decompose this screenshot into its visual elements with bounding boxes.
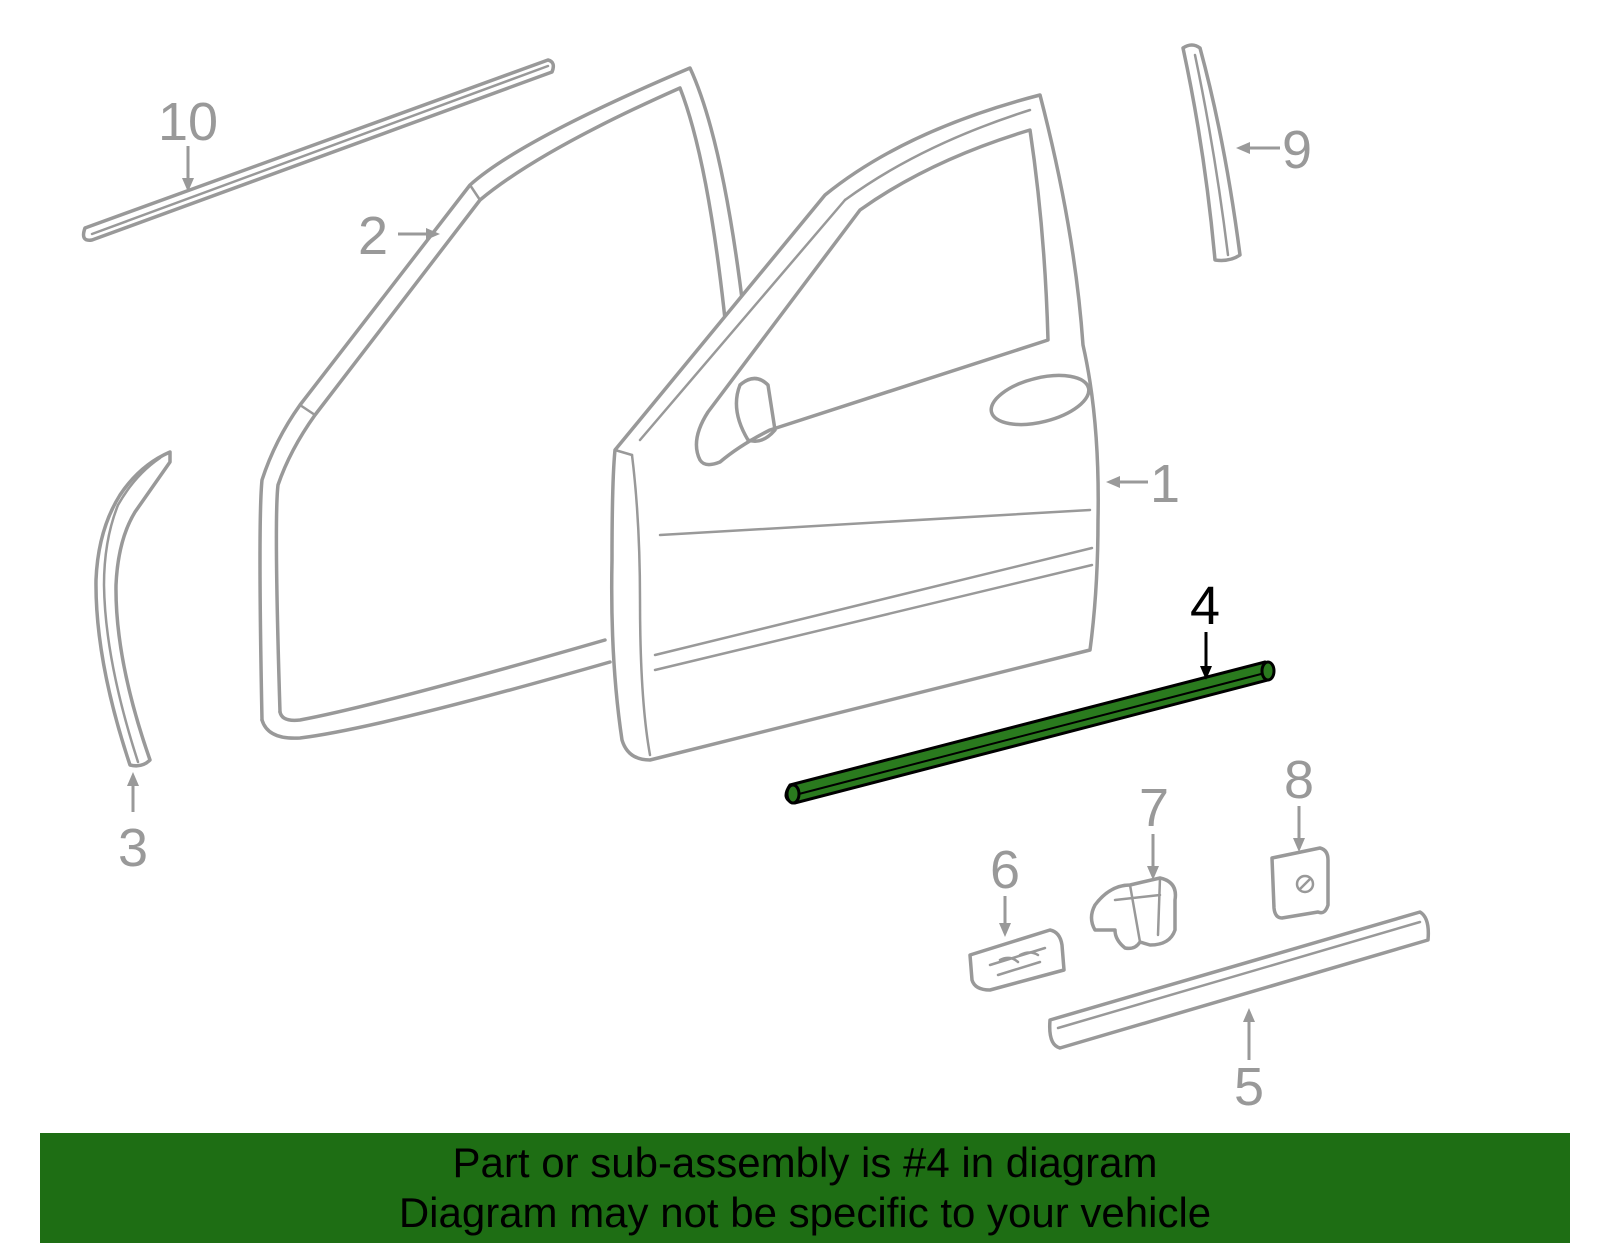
banner-line-2: Diagram may not be specific to your vehi… (398, 1189, 1212, 1236)
part-7-retainer (1089, 876, 1178, 951)
part-3-pillar-seal (94, 450, 172, 768)
callout-7: 7 (1139, 778, 1169, 838)
callout-labels: 10 2 3 1 9 4 7 8 6 5 (118, 92, 1314, 1117)
callout-4: 4 (1190, 576, 1220, 636)
callout-1: 1 (1150, 454, 1180, 514)
part-8-nut-clip (1270, 846, 1330, 920)
part-9-channel (1181, 43, 1242, 263)
callout-5: 5 (1234, 1057, 1264, 1117)
callout-9: 9 (1282, 120, 1312, 180)
part-2-weatherstrip (258, 66, 762, 740)
part-6-clip (968, 928, 1066, 992)
part-5-lower-molding (1047, 910, 1431, 1050)
part-10-molding (81, 58, 556, 242)
callout-10: 10 (158, 92, 218, 152)
banner-line-1: Part or sub-assembly is #4 in diagram (452, 1139, 1158, 1186)
part-4-belt-molding[interactable] (784, 660, 1276, 805)
info-banner: Part or sub-assembly is #4 in diagram Di… (40, 1133, 1570, 1243)
callout-2: 2 (358, 206, 388, 266)
callout-6: 6 (990, 840, 1020, 900)
callout-3: 3 (118, 818, 148, 878)
part-1-door-shell (609, 93, 1100, 762)
leaders (127, 142, 1305, 1060)
callout-8: 8 (1284, 750, 1314, 810)
